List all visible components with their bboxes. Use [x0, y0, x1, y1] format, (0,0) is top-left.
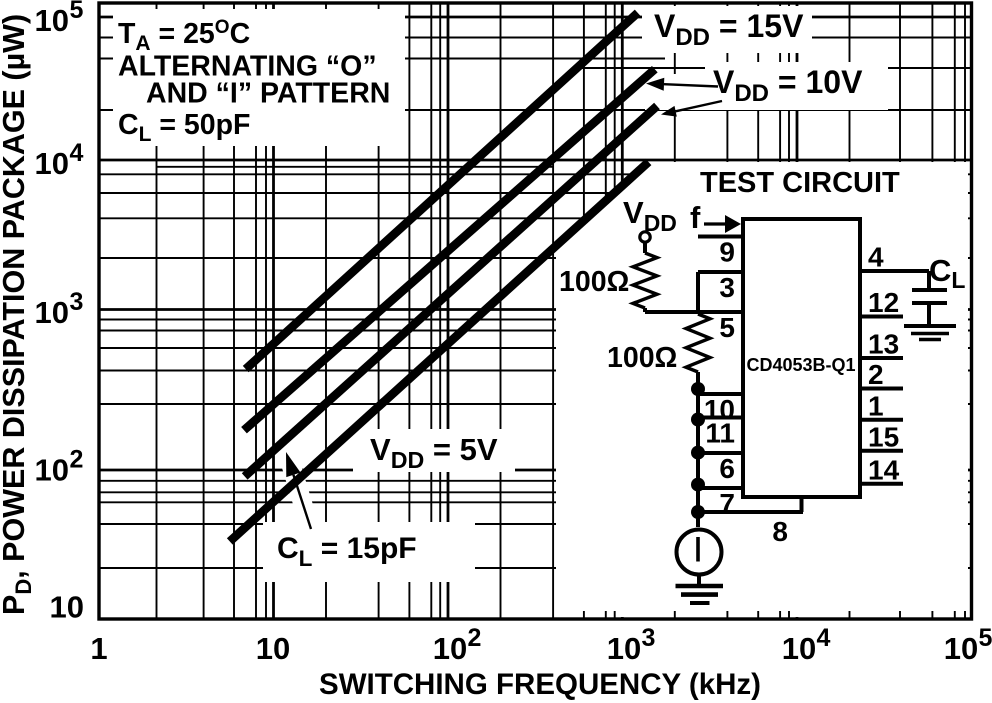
svg-text:5: 5 — [70, 0, 84, 24]
svg-text:3: 3 — [642, 624, 656, 652]
svg-text:4: 4 — [868, 242, 884, 273]
svg-text:3: 3 — [70, 288, 84, 316]
svg-text:10: 10 — [433, 631, 467, 666]
svg-text:TEST CIRCUIT: TEST CIRCUIT — [700, 167, 900, 199]
svg-text:SWITCHING FREQUENCY (kHz): SWITCHING FREQUENCY (kHz) — [319, 668, 761, 701]
svg-text:10: 10 — [944, 631, 978, 666]
svg-text:10: 10 — [35, 3, 69, 38]
svg-text:5: 5 — [719, 312, 735, 343]
svg-text:10: 10 — [704, 394, 735, 425]
svg-text:7: 7 — [719, 488, 735, 519]
svg-text:4: 4 — [70, 139, 84, 167]
svg-text:10: 10 — [256, 631, 290, 666]
svg-text:10: 10 — [35, 146, 69, 181]
svg-text:1: 1 — [90, 631, 107, 666]
svg-text:4: 4 — [817, 624, 831, 652]
svg-text:1: 1 — [868, 390, 884, 421]
svg-text:10: 10 — [35, 453, 69, 488]
svg-text:CL = 15pF: CL = 15pF — [277, 532, 417, 571]
svg-text:15: 15 — [868, 421, 899, 452]
svg-text:VDD: VDD — [623, 195, 677, 236]
svg-text:3: 3 — [719, 272, 735, 303]
svg-text:10: 10 — [35, 295, 69, 330]
svg-text:13: 13 — [868, 329, 899, 360]
svg-text:6: 6 — [719, 453, 735, 484]
svg-text:2: 2 — [70, 446, 84, 474]
svg-text:100Ω: 100Ω — [607, 342, 677, 374]
svg-text:2: 2 — [468, 624, 482, 652]
svg-text:10: 10 — [782, 631, 816, 666]
svg-text:9: 9 — [719, 237, 735, 268]
svg-text:CD4053B-Q1: CD4053B-Q1 — [746, 355, 855, 375]
svg-text:10: 10 — [607, 631, 641, 666]
svg-text:10: 10 — [50, 590, 84, 625]
svg-text:14: 14 — [868, 454, 900, 485]
svg-text:8: 8 — [772, 516, 788, 547]
svg-text:VDD = 5V: VDD = 5V — [370, 432, 498, 473]
svg-text:2: 2 — [868, 359, 884, 390]
svg-text:AND “I” PATTERN: AND “I” PATTERN — [146, 78, 390, 110]
svg-text:100Ω: 100Ω — [559, 266, 629, 298]
svg-text:CL = 50pF: CL = 50pF — [118, 109, 250, 146]
svg-text:PD, POWER DISSIPATION PACKAGE: PD, POWER DISSIPATION PACKAGE (µW) — [0, 14, 36, 615]
svg-text:f: f — [690, 200, 701, 235]
svg-text:5: 5 — [979, 624, 992, 652]
svg-text:12: 12 — [868, 287, 899, 318]
svg-text:11: 11 — [705, 418, 735, 449]
svg-text:ALTERNATING “O”: ALTERNATING “O” — [118, 51, 377, 83]
